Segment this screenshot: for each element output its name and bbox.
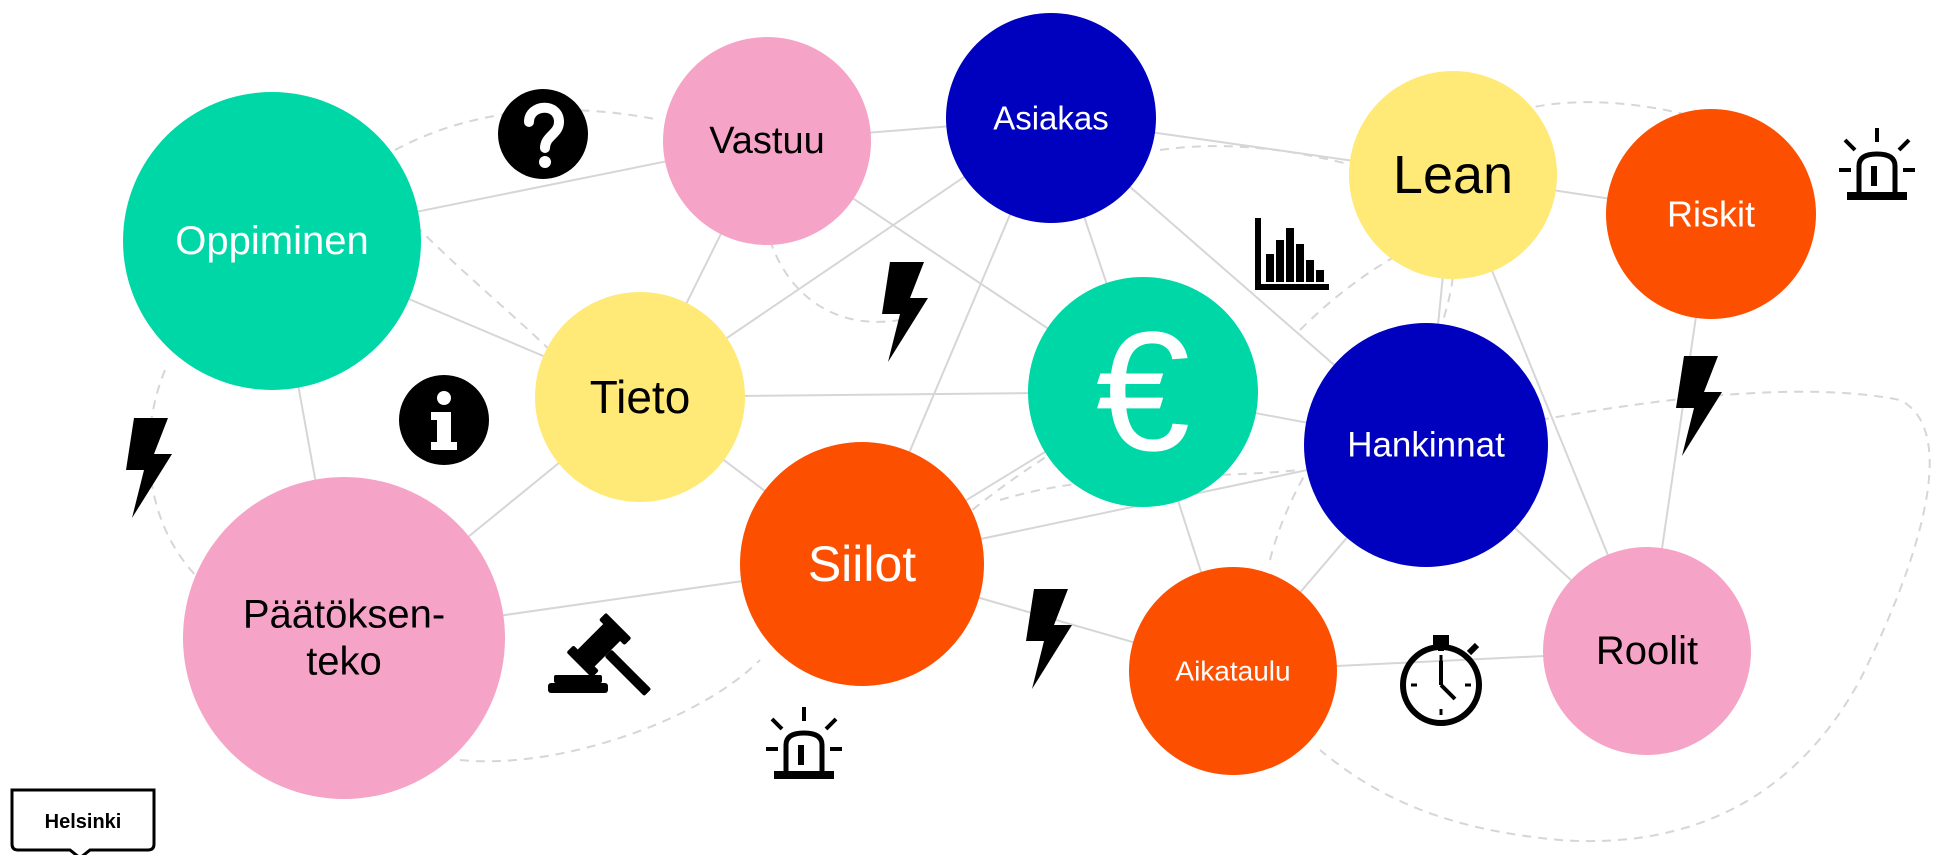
node-oppiminen: Oppiminen: [123, 92, 421, 390]
node-roolit: Roolit: [1543, 547, 1751, 755]
node-label: Riskit: [1667, 194, 1755, 235]
gavel-icon: [548, 613, 651, 696]
node-label: Tieto: [590, 371, 691, 423]
node-paatoksenteko: Päätöksen-teko: [183, 477, 505, 799]
lightning-icon-bottom: [1026, 589, 1072, 689]
helsinki-logo: Helsinki: [10, 788, 156, 855]
bar-chart-icon: [1255, 218, 1329, 290]
node-label: Lean: [1393, 145, 1513, 205]
node-circle: [1304, 323, 1548, 567]
question-icon: [498, 89, 588, 179]
lightning-icon-right: [1676, 356, 1722, 456]
node-hankinnat: Hankinnat: [1304, 323, 1548, 567]
alarm-light-icon-bottom: [766, 707, 842, 779]
node-circle: [1349, 71, 1557, 279]
node-circle: [946, 13, 1156, 223]
lightning-icon-center: [882, 262, 928, 362]
node-circle: [663, 37, 871, 245]
node-euro: €: [1028, 277, 1258, 507]
node-label: Roolit: [1596, 629, 1698, 673]
node-label: Vastuu: [709, 120, 824, 162]
node-siilot: Siilot: [740, 442, 984, 686]
icons: [126, 89, 1915, 779]
node-circle: [1129, 567, 1337, 775]
dashed-path: [459, 659, 761, 763]
node-circle: [123, 92, 421, 390]
dashed-path: [1519, 101, 1791, 151]
node-label: teko: [306, 640, 382, 684]
node-aikataulu: Aikataulu: [1129, 567, 1337, 775]
dashed-path: [1439, 229, 1456, 331]
node-circle: [1543, 547, 1751, 755]
node-label: Asiakas: [993, 100, 1109, 137]
node-vastuu: Vastuu: [663, 37, 871, 245]
node-circle: [1028, 277, 1258, 507]
node-lean: Lean: [1349, 71, 1557, 279]
dashed-path: [959, 419, 1101, 521]
node-circle: [740, 442, 984, 686]
node-label: Hankinnat: [1347, 426, 1505, 465]
stopwatch-icon: [1400, 635, 1482, 726]
dashed-path: [414, 224, 561, 361]
dashed-path: [148, 369, 201, 581]
dashed-path: [769, 239, 901, 323]
node-circle: [535, 292, 745, 502]
node-label: €: [1096, 297, 1191, 487]
node-tieto: Tieto: [535, 292, 745, 502]
node-label: Oppiminen: [175, 219, 368, 263]
helsinki-logo-text: Helsinki: [45, 811, 122, 833]
dashed-path: [1319, 390, 1931, 842]
alarm-light-icon-top: [1839, 128, 1915, 200]
info-icon: [399, 375, 489, 465]
lightning-icon-left: [126, 418, 172, 518]
helsinki-logo-frame: [10, 788, 156, 855]
node-circle: [183, 477, 505, 799]
node-riskit: Riskit: [1606, 109, 1816, 319]
dashed-paths: [148, 101, 1931, 842]
node-asiakas: Asiakas: [946, 13, 1156, 223]
node-label: Päätöksen-: [243, 592, 445, 636]
node-circle: [1606, 109, 1816, 319]
node-label: Aikataulu: [1175, 656, 1290, 687]
node-label: Siilot: [808, 536, 916, 592]
